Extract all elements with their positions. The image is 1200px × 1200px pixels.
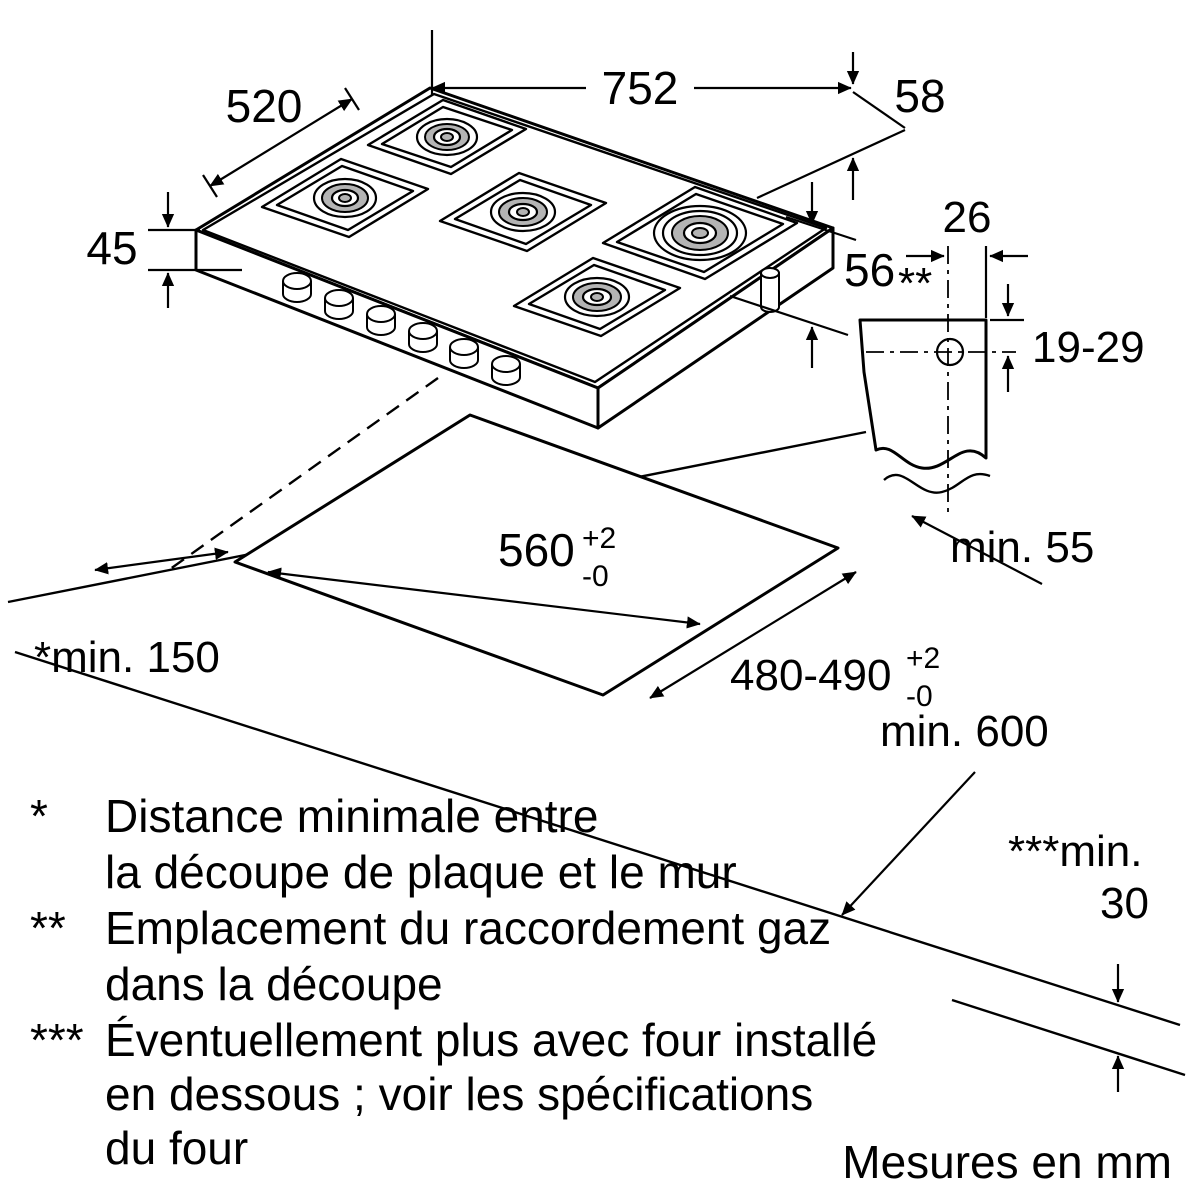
gas-connection-detail	[858, 246, 1016, 512]
units-note: Mesures en mm	[842, 1136, 1172, 1188]
burner-center	[438, 171, 608, 253]
clearance-worktop-depth: min. 600	[841, 707, 1049, 916]
burner-cap	[516, 207, 530, 217]
clearance-below: ***min. 30	[1008, 827, 1149, 1092]
burner-cap	[338, 193, 352, 203]
min-55-label: min. 55	[950, 523, 1094, 572]
min-600-arrow	[841, 771, 976, 916]
dim-560-label: 560	[498, 524, 575, 576]
knob-4	[408, 322, 438, 353]
dim-480-line	[649, 571, 857, 699]
burner-back-left	[366, 98, 528, 176]
burner-cap	[440, 132, 454, 142]
legend-item3-line1: Éventuellement plus avec four installé	[105, 1014, 877, 1066]
dimension-752: 752	[430, 30, 852, 114]
dim-560-tol-upper: +2	[582, 522, 616, 555]
dim-480-tol-lower: -0	[906, 680, 933, 713]
knob-5	[449, 338, 479, 369]
dim-58-connector	[852, 91, 906, 129]
knob-6	[491, 355, 521, 386]
dim-560-tol-lower: -0	[582, 560, 609, 593]
legend-marker-3: ***	[30, 1014, 84, 1066]
dim-26-label: 26	[943, 193, 992, 242]
dim-752-label-bg	[586, 62, 694, 114]
worktop-front-edge	[14, 650, 1181, 1027]
dimension-45: 45	[86, 192, 242, 308]
burner-left	[260, 157, 430, 239]
legend-item2-line2: dans la découpe	[105, 958, 443, 1010]
dim-520-label: 520	[226, 80, 303, 132]
burner-wok-right	[601, 185, 799, 281]
dim-520-tick-1	[202, 174, 218, 198]
legend-item1-line1: Distance minimale entre	[105, 790, 598, 842]
clearance-front-edge: min. 55	[911, 515, 1094, 585]
dim-520-tick-2	[344, 87, 360, 111]
dimension-19-29: 19-29	[990, 284, 1145, 392]
dimension-58: 58	[756, 52, 946, 200]
section-break-line	[883, 472, 991, 494]
clearance-wall: *min. 150	[34, 547, 229, 682]
min-150-line	[94, 547, 229, 575]
dimension-520: 520	[202, 80, 360, 198]
knob-3	[366, 305, 396, 336]
worktop-lower-edge	[951, 998, 1186, 1077]
dim-56-witness-top	[785, 215, 857, 242]
dim-58-reference-line	[756, 129, 906, 199]
dim-45-label: 45	[86, 222, 137, 274]
dimension-480-490: 480-490 +2 -0	[649, 571, 940, 713]
legend: * Distance minimale entre la découpe de …	[30, 790, 877, 1174]
dimension-560: 560 +2 -0	[267, 522, 701, 629]
hob	[194, 86, 835, 430]
dim-58-label: 58	[894, 70, 945, 122]
min-55-arrow	[911, 515, 1043, 585]
min-30-label: ***min.	[1008, 827, 1143, 876]
min-150-label: *min. 150	[34, 633, 220, 682]
legend-item1-line2: la découpe de plaque et le mur	[105, 846, 737, 898]
dim-480-tol-upper: +2	[906, 642, 940, 675]
dim-56-label: 56	[844, 244, 895, 296]
dim-19-29-label: 19-29	[1032, 323, 1145, 372]
gas-position-marker: **	[898, 259, 932, 308]
legend-marker-1: *	[30, 790, 48, 842]
dim-56-witness-bottom	[729, 294, 849, 337]
burner-front-center	[512, 256, 682, 338]
min-30-value: 30	[1100, 879, 1149, 928]
legend-item3-line3: du four	[105, 1122, 248, 1174]
worktop-section-outline	[858, 318, 988, 470]
dim-480-label: 480-490	[730, 651, 891, 700]
burner-cap	[691, 227, 709, 239]
hob-alignment-dashed-line	[165, 377, 439, 573]
dim-752-label: 752	[602, 62, 679, 114]
knob-1	[282, 272, 312, 303]
dimension-56: 56	[729, 182, 895, 368]
dim-560-line	[267, 567, 701, 629]
knob-2	[324, 289, 354, 320]
dim-520-line	[209, 98, 353, 187]
min-600-label: min. 600	[880, 707, 1049, 756]
dimension-26: 26	[906, 193, 1028, 318]
legend-item2-line1: Emplacement du raccordement gaz	[105, 902, 831, 954]
burner-cap	[590, 292, 604, 302]
gas-inlet-stub	[760, 267, 780, 313]
legend-marker-2: **	[30, 902, 66, 954]
legend-item3-line2: en dessous ; voir les spécifications	[105, 1068, 813, 1120]
